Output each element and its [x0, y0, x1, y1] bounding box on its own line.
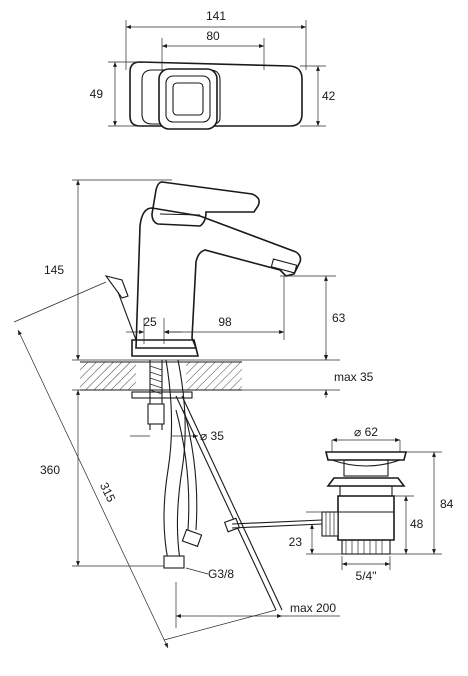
dim-rod-reach: max 200 — [290, 601, 336, 615]
rod-clamp — [223, 517, 241, 533]
side-view: 145 25 98 63 max 3 — [13, 179, 374, 649]
hose-thread: G3/8 — [208, 567, 234, 581]
linkage-rod — [231, 519, 323, 525]
deck-hatch-right — [186, 362, 242, 390]
handle-inner — [172, 82, 204, 116]
handle-outer — [158, 68, 218, 130]
deck-hatch-left — [80, 362, 136, 390]
dim-rod-length: 315 — [97, 480, 119, 504]
popup-rod — [175, 395, 277, 611]
dim-spout-height: 63 — [332, 311, 346, 325]
dim-hole-diameter: ⌀ 35 — [200, 429, 224, 443]
dim-deck-thickness: max 35 — [334, 370, 374, 384]
lever-handle — [151, 181, 260, 227]
top-view: 141 80 49 42 — [90, 9, 336, 130]
hose-connector-left — [163, 555, 185, 569]
hose-right-a — [175, 409, 190, 531]
waste-body — [337, 495, 395, 541]
waste-plug — [324, 451, 408, 461]
aerator — [270, 258, 298, 274]
dim-waste-height-body: 48 — [410, 517, 424, 531]
hose-connector-right — [181, 528, 203, 548]
dim-rod-offset: 23 — [289, 535, 303, 549]
waste-thread — [341, 539, 391, 555]
dim-spout-reach: 98 — [218, 315, 232, 329]
dim-width-handle: 80 — [206, 29, 220, 43]
dim-line-315 — [17, 329, 169, 649]
dim-depth-right: 42 — [322, 89, 336, 103]
waste-flange — [326, 477, 406, 487]
waste-view: ⌀ 62 84 48 23 5/4" — [289, 425, 454, 583]
dim-spout-offset: 25 — [143, 315, 157, 329]
waste-thread-size: 5/4" — [356, 569, 377, 583]
tap-body-top-outline — [129, 61, 303, 127]
hose-right-b — [183, 409, 198, 531]
popup-rod-top — [117, 291, 137, 341]
faucet-body — [135, 207, 302, 349]
handle-mid — [165, 75, 211, 123]
hose-left-b — [176, 359, 186, 561]
fixing-nut — [147, 403, 165, 425]
waste-nut — [339, 485, 393, 497]
dim-hose-length: 360 — [40, 463, 60, 477]
dim-waste-height-total: 84 — [440, 497, 454, 511]
dim-waste-diameter: ⌀ 62 — [354, 425, 378, 439]
waste-neck — [343, 459, 389, 477]
popup-knob — [104, 275, 129, 299]
dim-width-total: 141 — [206, 9, 226, 23]
dim-height-total: 145 — [44, 263, 64, 277]
dim-depth-left: 49 — [90, 87, 104, 101]
